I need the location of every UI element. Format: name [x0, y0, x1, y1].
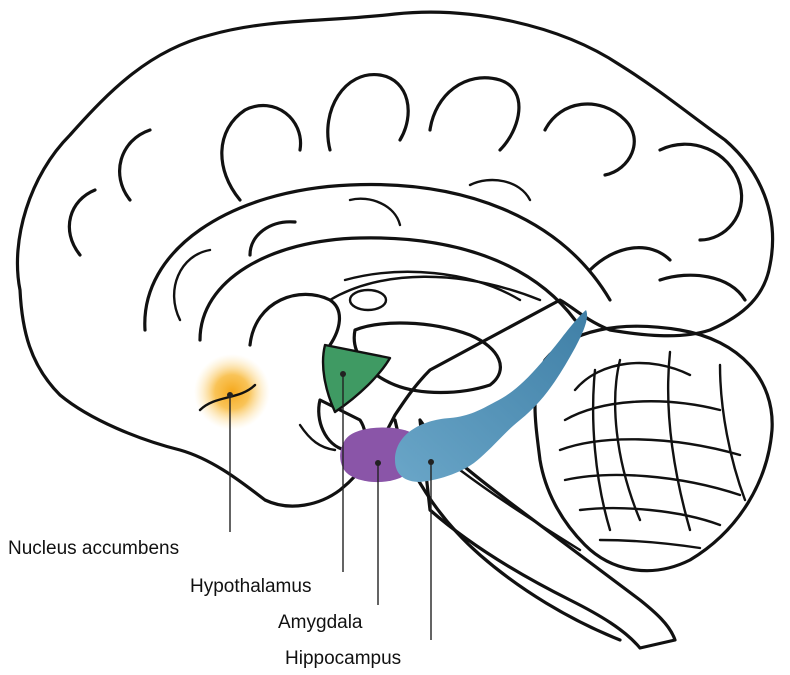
label-amygdala: Amygdala	[278, 612, 363, 633]
label-hippocampus: Hippocampus	[285, 648, 401, 669]
corpus-callosum-inner	[250, 294, 339, 345]
cortical-sulci	[69, 75, 745, 320]
cerebellum	[535, 326, 772, 570]
fornix-opening	[350, 290, 386, 310]
label-hypothalamus: Hypothalamus	[190, 576, 311, 597]
label-nucleus-accumbens: Nucleus accumbens	[8, 538, 179, 559]
nucleus-accumbens-highlight	[194, 354, 270, 430]
